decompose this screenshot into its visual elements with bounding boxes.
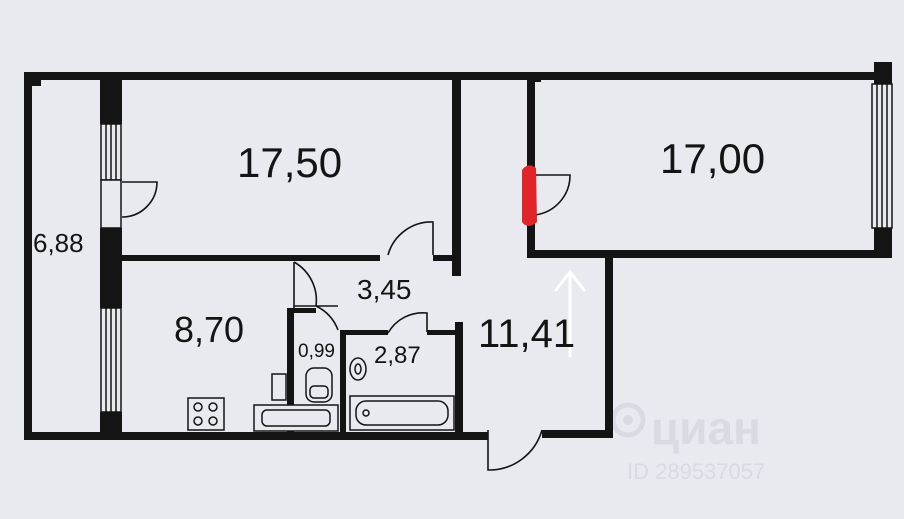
door-swing-icon: [294, 305, 339, 331]
watermark-brand: циан: [651, 402, 761, 454]
room-area-corridor: 3,45: [357, 274, 412, 305]
door-swing-icon: [487, 429, 543, 471]
room-area-hall: 11,41: [478, 312, 575, 356]
door-swing-icon: [387, 221, 434, 256]
toilet-icon: [271, 367, 333, 403]
balcony-door-frame: [100, 179, 122, 229]
door-swing-icon: [534, 174, 571, 216]
sink-icon: [253, 404, 339, 432]
room-area-kitchen: 8,70: [174, 309, 244, 350]
room-area-toilet: 0,99: [298, 341, 335, 362]
stove-icon: [187, 397, 225, 431]
room-area-bathroom: 2,87: [374, 342, 421, 369]
room-area-17-50: 17,50: [237, 139, 342, 186]
bathtub-icon: [349, 395, 455, 431]
window-icon: [871, 83, 893, 229]
window-icon: [100, 123, 122, 181]
door-swing-icon: [121, 181, 158, 218]
room-area-balcony: 6,88: [33, 228, 84, 258]
sink-icon: [349, 357, 367, 381]
watermark: циан ID 289537057: [610, 402, 765, 484]
window-icon: [100, 307, 122, 413]
room-area-17-00: 17,00: [660, 135, 765, 182]
watermark-id: ID 289537057: [627, 459, 765, 484]
up-arrow-icon: [554, 269, 586, 358]
red-marker: [522, 165, 537, 226]
door-swing-icon: [387, 311, 428, 334]
door-swing-icon: [293, 261, 318, 307]
